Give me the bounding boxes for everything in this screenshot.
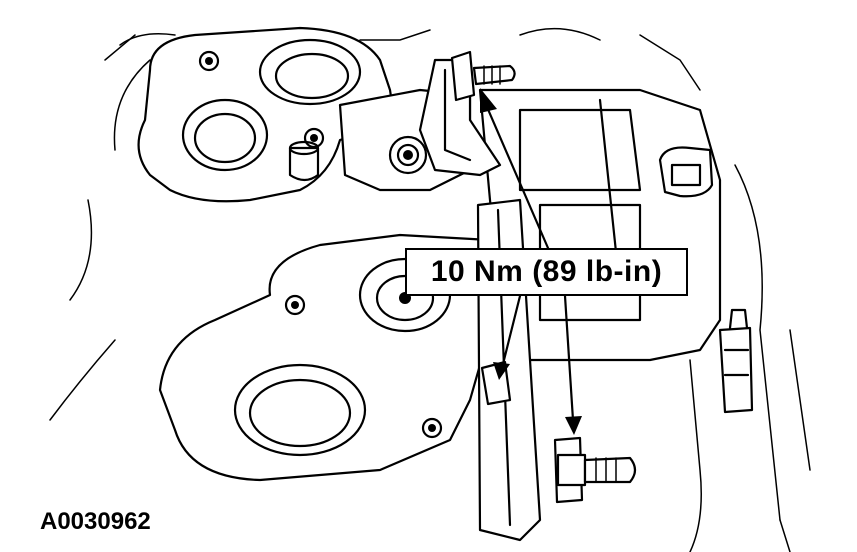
right-side-fitting	[718, 308, 754, 414]
figure-id-label: A0030962	[40, 508, 151, 535]
upper-bracket	[418, 50, 516, 177]
leader-arrows	[480, 88, 582, 435]
lower-bolt	[553, 436, 637, 504]
torque-callout: 10 Nm (89 lb-in)	[405, 248, 688, 296]
upper-runner-flange	[137, 26, 392, 203]
engine-block-outline	[49, 27, 811, 552]
